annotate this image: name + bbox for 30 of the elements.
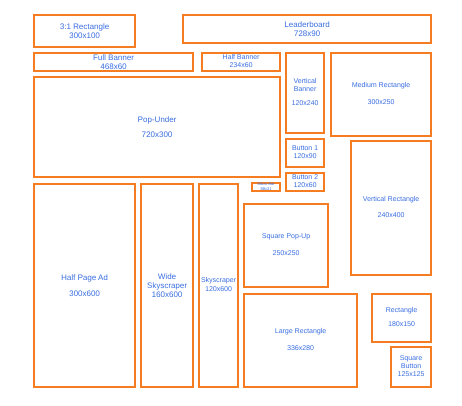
ad-size-box [33,76,281,178]
ad-size-box [390,346,432,388]
ad-size-box [33,183,136,388]
ad-size-box [33,52,194,72]
ad-dimensions: 300x100 [69,31,100,40]
ad-size-box [243,293,358,388]
ad-size-box [350,140,432,276]
ad-name: Wide Skyscraper [146,272,188,290]
ad-size-box [198,183,239,388]
ad-dimensions: 728x90 [294,29,320,38]
ad-size-box [140,183,194,388]
ad-size-box [285,52,325,134]
ad-dimensions: 468x60 [100,62,127,72]
ad-name: Leaderboard [284,20,330,29]
ad-size-box [243,203,329,288]
ad-size-box [330,52,432,137]
ad-size-box [285,172,325,192]
ad-dimensions: 300x600 [69,288,100,298]
ad-name: Full Banner [93,52,134,62]
ad-size-box [251,182,281,192]
ad-dimensions: 160x600 [152,290,182,300]
ad-name: Pop-Under [138,114,176,124]
ad-size-box [201,52,281,72]
ad-size-box [33,14,136,48]
ad-size-box [182,14,432,44]
ad-name: Half Page Ad [61,273,108,282]
ad-size-box [371,293,432,343]
ad-name: 3:1 Rectangle [60,22,110,31]
ad-size-box [285,138,325,168]
ad-dimensions: 720x300 [142,130,172,140]
